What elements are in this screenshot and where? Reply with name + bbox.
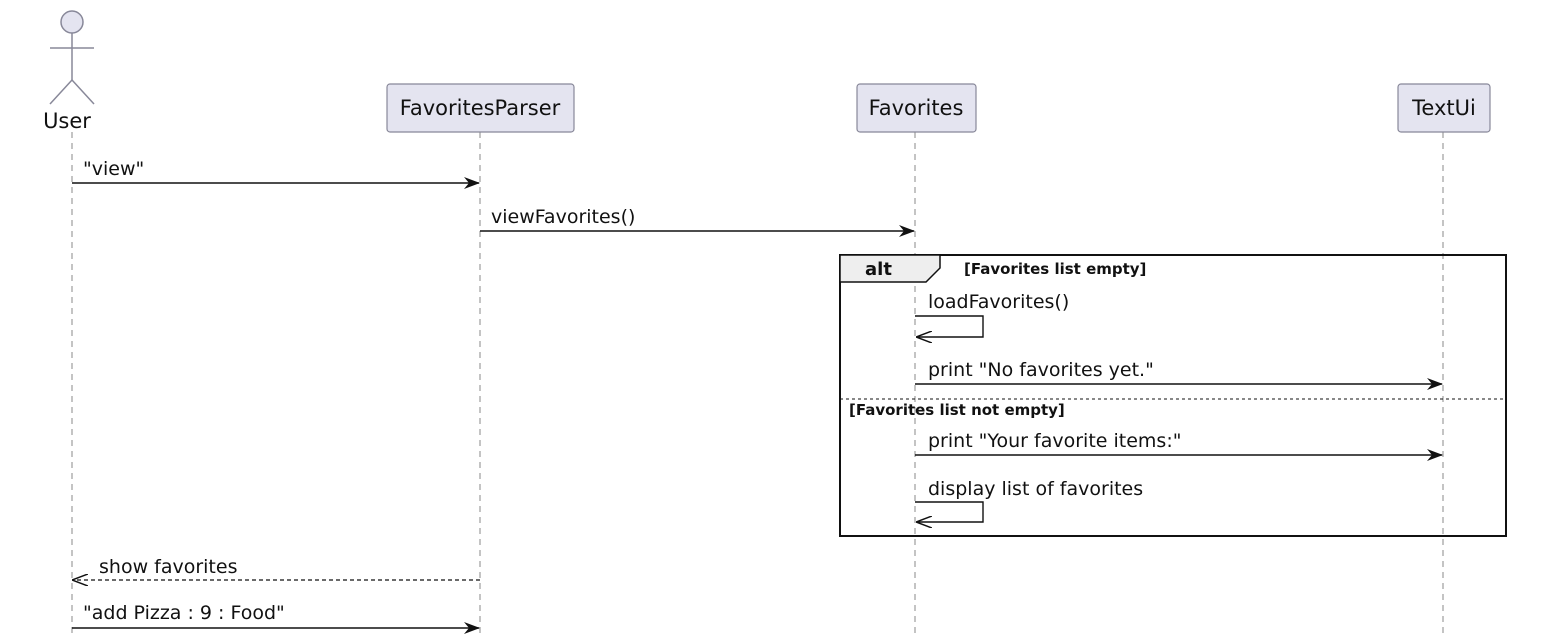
message-view-label: "view" <box>83 158 144 180</box>
alt-fragment-frame <box>839 254 1507 537</box>
participant-textui-label: TextUi <box>1411 96 1476 120</box>
alt-guard-empty: [Favorites list empty] <box>964 260 1146 278</box>
message-add-pizza-label: "add Pizza : 9 : Food" <box>83 602 285 624</box>
actor-head-icon <box>60 10 84 34</box>
participant-favorites-label: Favorites <box>869 96 964 120</box>
message-print-favorite-items-label: print "Your favorite items:" <box>928 430 1181 452</box>
participant-favorites-parser: FavoritesParser <box>386 83 575 133</box>
message-display-list-label: display list of favorites <box>928 478 1143 500</box>
participant-favorites: Favorites <box>856 83 977 133</box>
message-print-no-favorites-label: print "No favorites yet." <box>928 359 1154 381</box>
message-load-favorites: loadFavorites() <box>915 291 1069 337</box>
alt-fragment: alt [Favorites list empty] [Favorites li… <box>839 254 1507 537</box>
actor-user: User <box>43 10 95 133</box>
message-add-pizza: "add Pizza : 9 : Food" <box>72 602 480 634</box>
participant-textui: TextUi <box>1397 83 1491 133</box>
message-display-list: display list of favorites <box>915 478 1143 522</box>
message-show-favorites: show favorites <box>73 556 480 580</box>
message-load-favorites-arrow <box>915 315 984 337</box>
message-show-favorites-label: show favorites <box>99 556 237 578</box>
alt-fragment-tab <box>839 254 941 283</box>
message-view-favorites-label: viewFavorites() <box>491 206 635 228</box>
alt-operator-label: alt <box>865 259 892 280</box>
message-print-no-favorites: print "No favorites yet." <box>915 359 1443 390</box>
message-view: "view" <box>72 158 480 189</box>
participant-favorites-parser-label: FavoritesParser <box>400 96 561 120</box>
message-print-favorite-items: print "Your favorite items:" <box>915 430 1443 461</box>
message-view-favorites: viewFavorites() <box>480 206 915 237</box>
message-display-list-arrow <box>915 501 984 522</box>
actor-user-label: User <box>43 109 91 133</box>
message-load-favorites-label: loadFavorites() <box>928 291 1069 313</box>
alt-guard-not-empty: [Favorites list not empty] <box>849 401 1065 419</box>
